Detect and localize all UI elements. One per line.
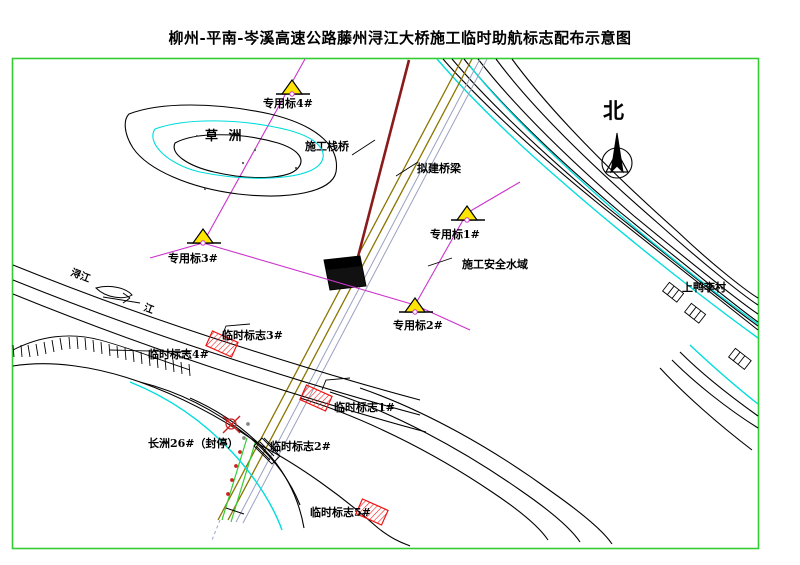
- label-construction-trestle: 施工栈桥: [305, 139, 350, 153]
- lower-hatch-block: [253, 437, 281, 465]
- label-temporary-sign-3: 临时标志3#: [222, 328, 283, 342]
- special-mark-zy2[interactable]: [399, 296, 433, 315]
- corridor-centreline: [211, 519, 221, 541]
- page-title: 柳州-平南-岑溪高速公路藤州浔江大桥施工临时助航标志配布示意图: [168, 29, 632, 47]
- label-special-mark-4: 专用标4#: [263, 96, 313, 110]
- left-road-name-b: 江: [142, 301, 156, 317]
- label-temporary-sign-5: 临时标志5#: [310, 505, 371, 519]
- temporary-sign-ls1[interactable]: [299, 377, 351, 412]
- left-road-name-a: 浔江: [69, 266, 92, 285]
- island-dots: [195, 134, 298, 191]
- trestle-leader: [351, 139, 376, 156]
- special-mark-zy3[interactable]: [187, 227, 221, 246]
- right-lower-water-edge: [689, 344, 759, 405]
- water-edge-cyan: [436, 58, 759, 339]
- left-lower-water-edge: [129, 381, 283, 531]
- drawing-frame: [11, 57, 760, 550]
- temporary-sign-ls3[interactable]: [205, 323, 251, 358]
- label-temporary-sign-4: 临时标志4#: [148, 347, 209, 361]
- village-buildings: [661, 281, 752, 370]
- corridor-end-tick: [225, 507, 245, 515]
- label-island-name: 草 洲: [205, 128, 245, 144]
- closed-buoy-marker[interactable]: [222, 415, 241, 434]
- label-proposed-bridge: 拟建桥梁: [417, 161, 462, 175]
- island-inner-contours: [152, 120, 324, 179]
- label-temporary-sign-2: 临时标志2#: [270, 439, 331, 453]
- north-arrow-icon: [601, 132, 633, 179]
- temporary-sign-ls5[interactable]: [355, 498, 389, 526]
- road-corridor: [217, 58, 488, 524]
- left-lower-bank: [12, 363, 305, 529]
- temporary-sign-ls4-leader: [109, 349, 191, 353]
- levee-embankment: [12, 335, 191, 377]
- label-special-mark-2: 专用标2#: [393, 318, 443, 332]
- label-village: 上鸭李村: [682, 280, 726, 294]
- left-road-markings: [95, 285, 141, 304]
- label-special-mark-3: 专用标3#: [168, 251, 218, 265]
- label-special-mark-1: 专用标1#: [430, 227, 480, 241]
- label-temporary-sign-1: 临时标志1#: [334, 400, 395, 414]
- lower-road-fan: [261, 387, 613, 547]
- label-safety-water-area: 施工安全水域: [462, 257, 528, 271]
- proposed-bridge-leader: [395, 161, 419, 177]
- road-corridor-green-segment: [221, 437, 257, 523]
- safety-water-leader: [427, 257, 453, 267]
- label-closed-buoy: 长洲26#（封停）: [148, 436, 239, 450]
- special-mark-zy1[interactable]: [451, 204, 485, 223]
- label-north: 北: [603, 98, 624, 123]
- special-mark-zy4[interactable]: [276, 78, 310, 97]
- right-lower-bank: [659, 351, 759, 451]
- island-caozhou: [124, 104, 338, 197]
- road-corridor-markers: [226, 422, 250, 496]
- construction-trestle: [350, 59, 411, 281]
- river-bank-lines-lower: [495, 58, 759, 306]
